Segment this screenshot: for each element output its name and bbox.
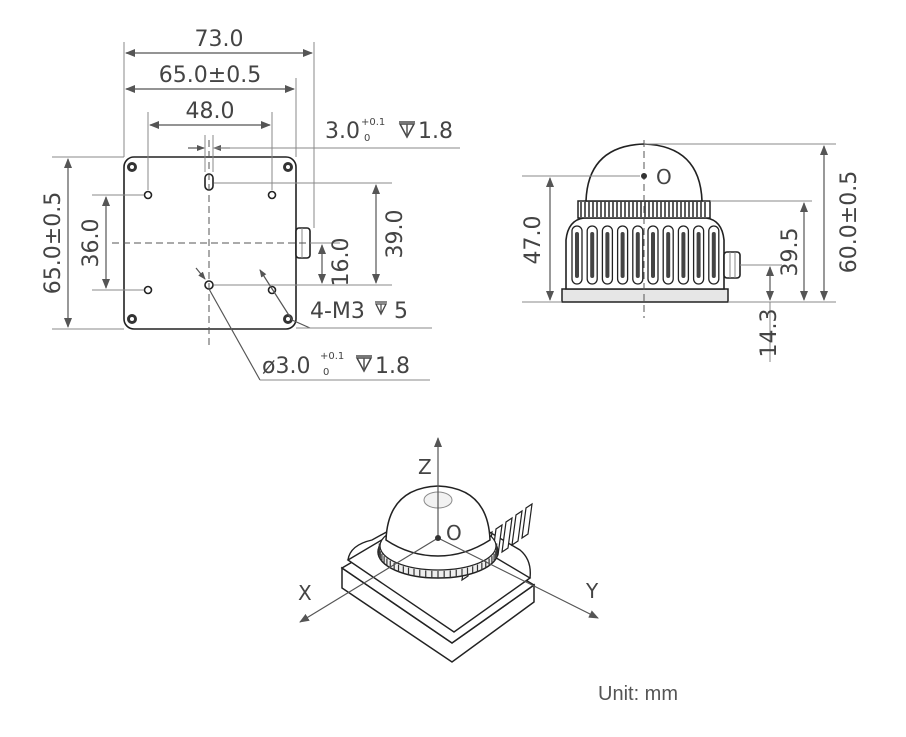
depth-icon <box>398 121 416 139</box>
mounting-holes <box>143 173 277 295</box>
pin-tol-lower: 0 <box>364 133 370 144</box>
dim-width-overall: 73.0 <box>195 27 244 52</box>
hole-tol-lower: 0 <box>323 367 329 378</box>
dim-height-ring: 39.5 <box>778 228 803 277</box>
iso-axis-x: X <box>298 581 312 605</box>
side-fin-slot <box>696 232 701 278</box>
thread-depth: 5 <box>394 299 408 324</box>
iso-fin <box>501 516 513 554</box>
side-fin-slot <box>590 232 595 278</box>
side-fin-slot <box>681 232 686 278</box>
iso-axis-y: Y <box>585 579 599 603</box>
side-fin-slot <box>651 232 655 278</box>
top-view: 73.0 65.0±0.5 48.0 3.0 +0.1 0 1.8 65.0±0… <box>41 27 460 381</box>
dim-height-body: 65.0±0.5 <box>41 192 66 294</box>
pin-tol-upper: +0.1 <box>361 117 385 128</box>
iso-fin <box>521 502 533 540</box>
dim-pin-offset-y: 39.0 <box>383 210 408 259</box>
hole-callout: ø3.0 +0.1 0 1.8 <box>262 351 410 379</box>
iso-fin <box>511 509 523 547</box>
dim-height-origin: 47.0 <box>521 216 546 265</box>
hole-tol-upper: +0.1 <box>320 351 344 362</box>
side-fin-slot <box>711 232 716 278</box>
side-fin-slot <box>666 232 671 278</box>
iso-axis-z: Z <box>418 455 432 479</box>
unit-note: Unit: mm <box>598 683 678 705</box>
pin-callout: 3.0 +0.1 0 1.8 <box>325 117 453 144</box>
side-fin-slot <box>605 232 610 278</box>
dim-connector-height: 14.3 <box>757 309 782 358</box>
side-origin-label: O <box>656 165 672 189</box>
ring-teeth <box>580 202 706 217</box>
side-view-fins <box>571 225 720 285</box>
dim-hole-spacing-x: 48.0 <box>186 99 235 124</box>
corner-screws <box>127 162 293 324</box>
side-fin-slot <box>620 232 625 278</box>
dim-width-body: 65.0±0.5 <box>159 63 261 88</box>
iso-view: Z X Y O <box>298 437 599 663</box>
dim-height-overall: 60.0±0.5 <box>837 171 862 273</box>
pin-depth: 1.8 <box>418 119 453 144</box>
dim-hole-spacing-y: 36.0 <box>79 219 104 268</box>
hole-dia: ø3.0 <box>262 354 310 379</box>
side-view-base <box>561 288 729 303</box>
side-view: O 47.0 60.0±0.5 39.5 14.3 <box>521 140 862 362</box>
hole-depth: 1.8 <box>375 354 410 379</box>
side-view-connector <box>723 251 741 279</box>
thread-depth-icon <box>374 301 388 316</box>
iso-ring-teeth <box>378 543 498 578</box>
side-fin-slot <box>635 232 640 278</box>
iso-origin-label: O <box>446 521 462 545</box>
dim-connector-offset: 16.0 <box>329 238 354 287</box>
side-fin-slot <box>575 232 579 278</box>
pin-dia: 3.0 <box>325 119 360 144</box>
thread-holes: 4-M3 <box>310 299 365 324</box>
hole-depth-icon <box>355 355 373 373</box>
